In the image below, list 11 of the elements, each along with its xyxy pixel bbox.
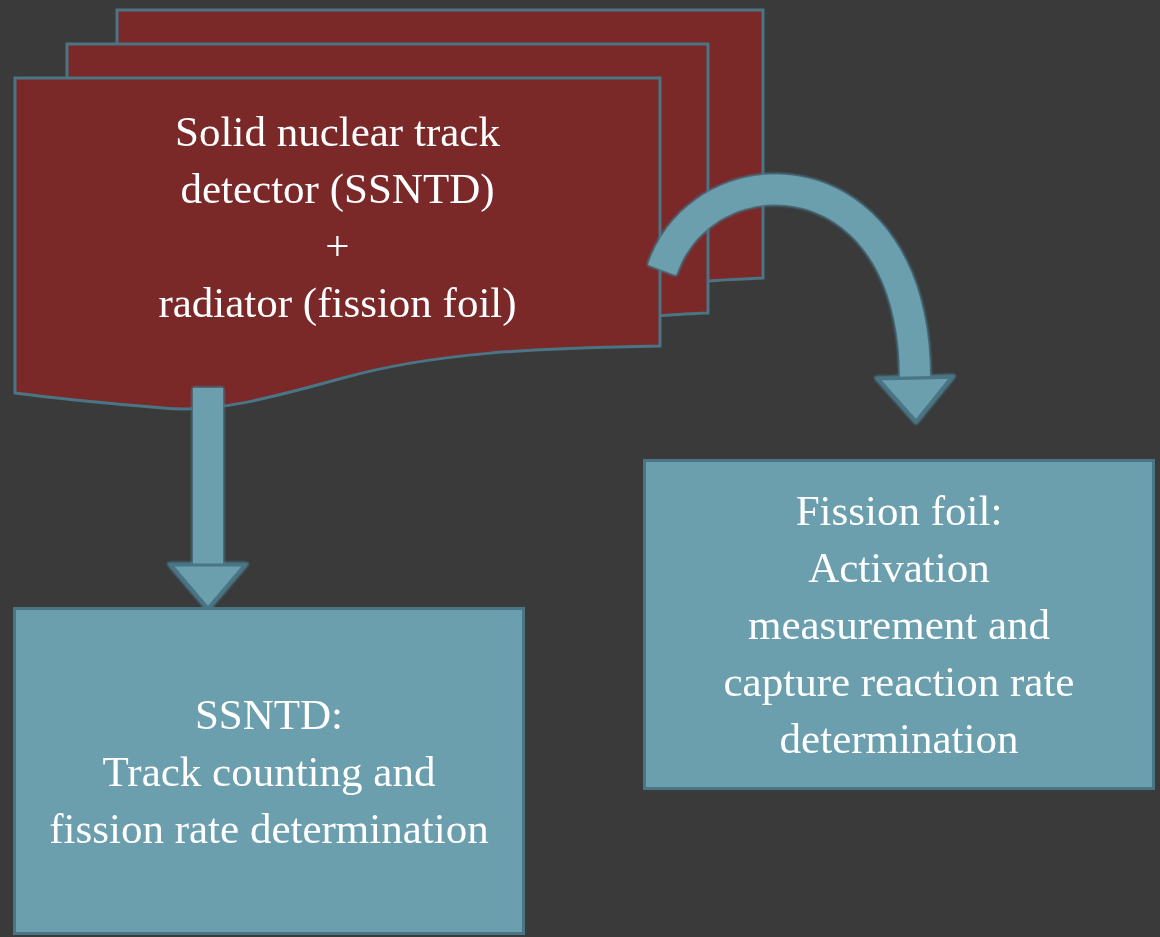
- node-text: Activation measurement and capture reaction rate determination: [722, 543, 1076, 764]
- block-arrow: [648, 174, 954, 423]
- process-box: [643, 459, 1155, 790]
- node-text: Fission foil:: [795, 486, 1003, 536]
- node-text: SSNTD:: [194, 689, 344, 740]
- node-text: Solid nuclear track detector (SSNTD): [174, 107, 501, 214]
- node-text: +: [325, 221, 350, 271]
- block-arrow: [169, 388, 247, 610]
- node-text: Track counting and fission rate determination: [49, 746, 489, 854]
- node-text: radiator (fission foil): [158, 278, 517, 328]
- process-box: [13, 607, 525, 935]
